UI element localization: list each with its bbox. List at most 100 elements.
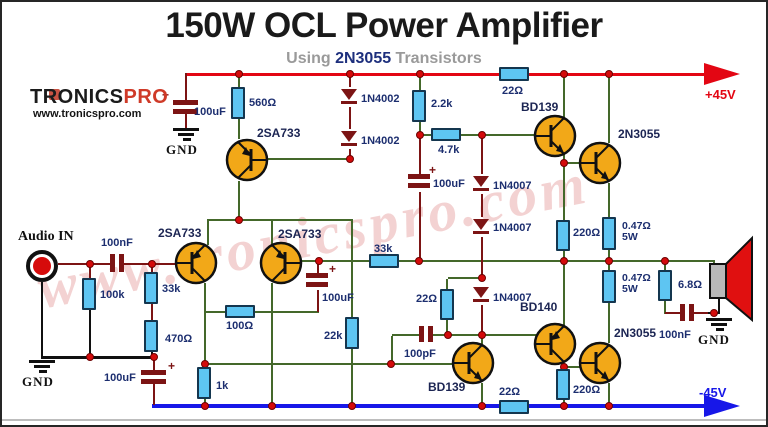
capacitor-label: 100nF — [659, 329, 691, 341]
page-title: 150W OCL Power Amplifier — [165, 6, 603, 45]
wire — [419, 192, 421, 261]
diode-1n4007 — [473, 219, 489, 234]
resistor-4k7 — [431, 128, 461, 141]
wire — [481, 383, 483, 405]
wire — [151, 304, 153, 320]
transistor-label: 2SA733 — [278, 227, 322, 241]
resistor-22k — [345, 317, 359, 349]
resistor-22-positive-rail — [499, 67, 529, 81]
wire — [718, 298, 720, 314]
junction-dot — [710, 309, 718, 317]
junction-dot — [387, 360, 395, 368]
junction-dot — [346, 155, 354, 163]
wire — [317, 290, 319, 312]
transistor-label: BD140 — [520, 300, 558, 314]
junction-dot — [315, 257, 323, 265]
logo-website: www.tronicspro.com — [33, 108, 142, 120]
diode-label: 1N4007 — [493, 222, 532, 234]
polarity-plus-sign: + — [429, 163, 437, 177]
junction-dot — [444, 331, 452, 339]
wire — [419, 137, 421, 174]
wire — [185, 73, 187, 100]
junction-dot — [235, 70, 243, 78]
logo-brand-black: TRONICS — [30, 86, 124, 108]
capacitor-label: 100pF — [404, 348, 436, 360]
resistor-33k-feedback — [369, 254, 399, 268]
wire — [419, 122, 421, 135]
wire — [419, 73, 421, 90]
capacitor-plate — [141, 370, 166, 375]
bottom-border-line — [2, 419, 766, 421]
transistor-label: 2SA733 — [158, 226, 202, 240]
wire — [271, 283, 273, 405]
capacitor-plate — [408, 183, 430, 188]
wire — [349, 149, 351, 159]
wire — [481, 335, 483, 344]
wire — [608, 73, 610, 143]
junction-dot — [605, 257, 613, 265]
junction-dot — [416, 131, 424, 139]
wire — [563, 73, 565, 118]
transistor-bd139-q8 — [451, 341, 495, 385]
resistor-label: 2.2k — [431, 98, 453, 110]
transistor-2sa733-q2 — [174, 241, 218, 285]
wire — [392, 334, 419, 336]
subtitle-highlight: 2N3055 — [335, 50, 392, 67]
diode-1n4007 — [473, 176, 489, 191]
junction-dot — [148, 260, 156, 268]
junction-dot — [150, 353, 158, 361]
resistor-22-mid — [440, 289, 454, 320]
wire — [255, 311, 319, 313]
capacitor-plate — [173, 109, 198, 114]
wire — [564, 366, 581, 368]
wire — [608, 303, 610, 343]
subtitle-prefix: Using — [286, 50, 336, 67]
junction-dot — [415, 257, 423, 265]
ground-symbol — [173, 128, 199, 131]
wire — [41, 282, 43, 357]
junction-dot — [478, 402, 486, 410]
wire — [238, 181, 240, 220]
wire — [207, 219, 353, 221]
capacitor-label: 100uF — [104, 372, 136, 384]
wire-positive-rail — [529, 73, 706, 76]
wire — [153, 384, 155, 405]
resistor-label: 470Ω — [165, 333, 193, 345]
resistor-22-negative-rail — [499, 400, 529, 414]
capacitor-label: 100nF — [101, 237, 133, 249]
diode-label: 1N4007 — [493, 292, 532, 304]
resistor-label: 33k — [162, 283, 181, 295]
resistor-label: 1k — [216, 380, 229, 392]
capacitor-plate — [306, 282, 328, 287]
wire — [238, 73, 240, 87]
wire — [665, 312, 680, 314]
wire — [608, 383, 610, 405]
wire — [204, 363, 452, 365]
wire — [89, 310, 91, 357]
wire — [351, 221, 353, 317]
transistor-label: BD139 — [521, 100, 559, 114]
polarity-plus-sign: + — [329, 262, 337, 276]
diode-1n4007 — [473, 287, 489, 302]
resistor-label: 100Ω — [226, 320, 254, 332]
resistor-220-bottom — [556, 369, 570, 400]
gnd-label: GND — [22, 374, 54, 389]
wire — [204, 311, 225, 313]
resistor-label: 100k — [100, 289, 125, 301]
wire — [349, 73, 351, 87]
capacitor-plate — [110, 254, 115, 272]
wire — [563, 251, 565, 261]
resistor-1k — [197, 367, 211, 399]
wire — [481, 194, 483, 217]
junction-dot — [416, 70, 424, 78]
capacitor-plate — [680, 304, 685, 321]
negative-rail-arrow-icon — [704, 395, 740, 417]
capacitor-plate — [141, 379, 166, 384]
transistor-2n3055-q7 — [578, 341, 622, 385]
transistor-2sa733-q3 — [259, 241, 303, 285]
transistor-label: BD139 — [428, 380, 466, 394]
resistor-label: 560Ω — [249, 97, 277, 109]
junction-dot — [478, 331, 486, 339]
junction-dot — [201, 402, 209, 410]
wire — [302, 260, 369, 262]
